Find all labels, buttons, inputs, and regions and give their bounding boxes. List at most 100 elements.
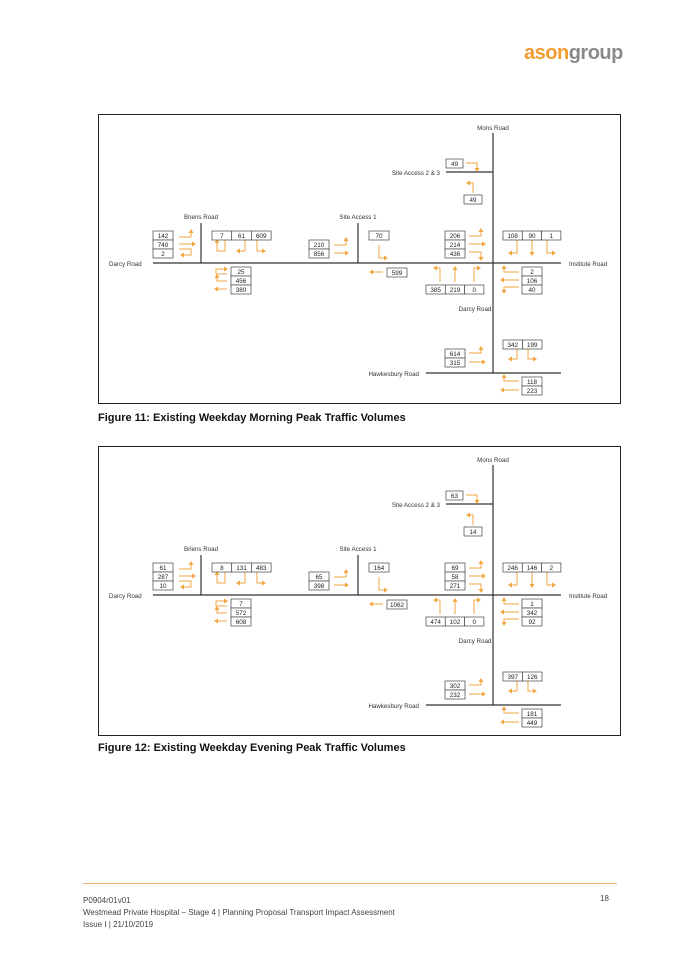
turn-arrow-icon: [214, 571, 226, 584]
turn-arrow-icon: [501, 265, 519, 273]
volume-value-briens-north: 131: [236, 565, 247, 572]
volume-value-briens-north: 609: [256, 233, 267, 240]
volume-box: [444, 580, 466, 591]
road-label-briens-road: Briens Road: [184, 214, 219, 221]
volume-value-hawk-exit: 181: [527, 711, 538, 718]
volume-value-hawk-west-approach: 302: [450, 683, 461, 690]
volume-value-main-north: 1: [549, 233, 553, 240]
volume-value-hawk-exit: 223: [527, 388, 538, 395]
footer-title: Westmead Private Hospital – Stage 4 | Pl…: [83, 908, 395, 917]
volume-value-hawk-north: 397: [507, 674, 518, 681]
volume-box: [445, 158, 464, 169]
turn-arrow-icon: [179, 561, 194, 570]
volume-box: [463, 526, 483, 537]
volume-box: [522, 339, 543, 350]
footer-issue: Issue I | 21/10/2019: [83, 920, 154, 929]
volume-value-main-east-approach: 2: [530, 269, 534, 276]
turn-arrow-icon: [508, 345, 518, 362]
volume-value-briens-north: 61: [238, 233, 246, 240]
turn-arrow-icon: [546, 239, 556, 256]
volume-value-hawk-north: 126: [527, 674, 538, 681]
volume-value-briens-east-approach: 25: [237, 269, 245, 276]
turn-arrow-icon: [469, 251, 484, 261]
volume-box: [445, 490, 464, 501]
volume-value-sa1-east-approach: 599: [392, 270, 403, 277]
turn-arrow-icon: [214, 606, 227, 614]
volume-value-main-north: 2: [549, 565, 553, 572]
volume-box: [368, 562, 390, 573]
turn-arrow-icon: [215, 266, 228, 275]
volume-value-hawk-north: 342: [507, 342, 518, 349]
volume-value-sa23-exit: 49: [469, 197, 477, 204]
volume-value-sa1-east-approach: 1062: [390, 602, 405, 609]
volume-box: [308, 248, 330, 259]
turn-arrow-icon: [469, 678, 484, 686]
turn-arrow-icon: [501, 706, 519, 714]
volume-value-sa23-exit: 14: [469, 529, 477, 536]
volume-box: [464, 284, 485, 295]
volume-value-main-east-approach: 1: [530, 601, 534, 608]
turn-arrow-icon: [501, 374, 519, 382]
volume-value-sa1-west-approach: 210: [314, 242, 325, 249]
road-label-institute-road: Institute Road: [569, 593, 608, 600]
volume-box: [541, 230, 562, 241]
volume-box: [444, 689, 466, 700]
volume-box: [368, 230, 390, 241]
volume-box: [541, 562, 562, 573]
turn-arrow-icon: [179, 580, 192, 590]
volume-value-main-east-approach: 106: [527, 278, 538, 285]
road-label-site-access-23: Site Access 2 & 3: [392, 502, 441, 509]
road-label-darcy-road-south: Darcy Road: [459, 306, 492, 313]
volume-box: [308, 580, 330, 591]
volume-box: [521, 717, 543, 728]
volume-value-hawk-west-approach: 315: [450, 360, 461, 367]
road-label-mons-road: Mons Road: [477, 125, 509, 132]
page-number: 18: [600, 894, 609, 903]
turn-arrow-icon: [508, 239, 518, 256]
volume-value-briens-north: 8: [220, 565, 224, 572]
turn-arrow-icon: [179, 248, 192, 258]
turn-arrow-icon: [334, 237, 349, 246]
volume-value-main-south: 0: [472, 287, 476, 294]
volume-value-sa23-south: 63: [451, 493, 459, 500]
volume-value-main-west-approach: 69: [451, 565, 459, 572]
volume-value-sa1-exit: 164: [374, 565, 385, 572]
volume-box: [251, 562, 272, 573]
turn-arrow-icon: [334, 569, 349, 578]
turn-arrow-icon: [236, 571, 246, 586]
volume-value-briens-north: 7: [220, 233, 224, 240]
turn-arrow-icon: [527, 677, 537, 694]
volume-value-main-north: 146: [527, 565, 538, 572]
volume-box: [522, 671, 543, 682]
volume-value-main-east-approach: 40: [528, 287, 536, 294]
volume-value-main-west-approach: 206: [450, 233, 461, 240]
volume-value-main-north: 246: [507, 565, 518, 572]
volume-value-briens-west-approach: 142: [158, 233, 169, 240]
volume-value-hawk-exit: 118: [527, 379, 538, 386]
turn-arrow-icon: [546, 571, 556, 588]
road-label-darcy-road-west: Darcy Road: [109, 261, 142, 268]
road-label-briens-road: Briens Road: [184, 546, 219, 553]
volume-box: [521, 284, 543, 295]
turn-arrow-icon: [508, 571, 518, 588]
volume-value-sa1-west-approach: 398: [314, 583, 325, 590]
turn-arrow-icon: [501, 286, 519, 294]
turn-arrow-icon: [214, 274, 227, 282]
volume-value-briens-west-approach: 287: [158, 574, 169, 581]
volume-value-briens-west-approach: 740: [158, 242, 169, 249]
volume-value-briens-north: 483: [256, 565, 267, 572]
volume-value-briens-west-approach: 2: [161, 251, 165, 258]
volume-box: [230, 284, 252, 295]
turn-arrow-icon: [215, 598, 228, 607]
logo-text-ason: ason: [524, 42, 569, 64]
road-label-hawkesbury-road: Hawkesbury Road: [368, 371, 419, 378]
turn-arrow-icon: [501, 597, 519, 605]
volume-value-briens-east-approach: 380: [236, 287, 247, 294]
logo-text-group: group: [568, 42, 624, 64]
road-label-site-access-23: Site Access 2 & 3: [392, 170, 441, 177]
turn-arrow-icon: [378, 577, 388, 593]
